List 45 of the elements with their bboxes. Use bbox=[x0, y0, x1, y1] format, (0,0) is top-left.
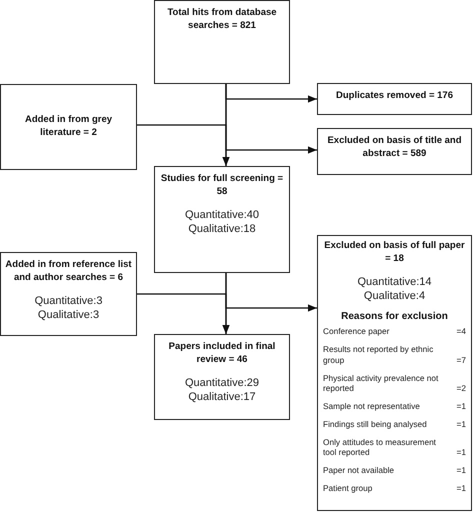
section-heading: Reasons for exclusion bbox=[341, 311, 448, 322]
reason-text: Conference paper bbox=[323, 326, 390, 337]
process-box bbox=[317, 128, 472, 175]
process-box bbox=[154, 166, 290, 273]
reason-text: Patient group bbox=[323, 483, 374, 494]
reason-count: =1 bbox=[456, 418, 466, 430]
count-text: Quantitative:3 bbox=[34, 294, 102, 308]
process-box bbox=[317, 235, 472, 511]
reason-text: Findings still being analysed bbox=[323, 418, 428, 430]
reason-text: Paper not available bbox=[323, 465, 396, 476]
process-box bbox=[154, 334, 290, 420]
arrow bbox=[137, 293, 230, 334]
box-heading: Papers included in final review = 46 bbox=[168, 341, 276, 367]
process-box bbox=[0, 252, 137, 336]
reason-count: =1 bbox=[456, 447, 466, 458]
reason-text: Physical activity prevalence not reported bbox=[323, 372, 440, 394]
count-text: Quantitative:14 bbox=[358, 274, 432, 289]
box-heading: Added in from grey literature = 2 bbox=[24, 114, 114, 140]
count-text: Quantitative:29 bbox=[185, 376, 259, 390]
reason-count: =1 bbox=[456, 401, 466, 412]
box-heading: Excluded on basis of full paper = 18 bbox=[323, 240, 466, 266]
box-heading: Duplicates removed = 176 bbox=[336, 90, 453, 103]
count-text: Qualitative:4 bbox=[364, 288, 426, 304]
reason-count: =1 bbox=[456, 465, 466, 476]
box-heading: Added in from reference list and author searches = 6 bbox=[5, 259, 132, 285]
count-text: Quantitative:40 bbox=[185, 208, 259, 222]
reason-count: =7 bbox=[456, 354, 466, 366]
reason-count: =4 bbox=[456, 326, 466, 337]
count-text: Qualitative:17 bbox=[188, 390, 256, 404]
box-heading: Total hits from database searches = 821 bbox=[166, 7, 278, 33]
arrow bbox=[137, 124, 230, 166]
arrow bbox=[225, 84, 317, 154]
process-box bbox=[317, 83, 472, 115]
box-heading: Studies for full screening = 58 bbox=[160, 173, 284, 199]
process-box bbox=[0, 84, 137, 170]
reason-count: =1 bbox=[456, 483, 466, 494]
reason-text: Sample not representative bbox=[323, 401, 421, 412]
reason-count: =2 bbox=[456, 383, 466, 394]
reason-text: Results not reported by ethnic group bbox=[323, 344, 434, 366]
count-text: Qualitative:18 bbox=[188, 222, 256, 236]
reason-text: Only attitudes to measurement tool reported bbox=[323, 436, 437, 458]
process-box bbox=[154, 0, 290, 84]
box-heading: Excluded on basis of title and abstract = 589 bbox=[326, 135, 463, 161]
count-text: Qualitative:3 bbox=[38, 308, 100, 322]
arrow bbox=[225, 273, 317, 312]
